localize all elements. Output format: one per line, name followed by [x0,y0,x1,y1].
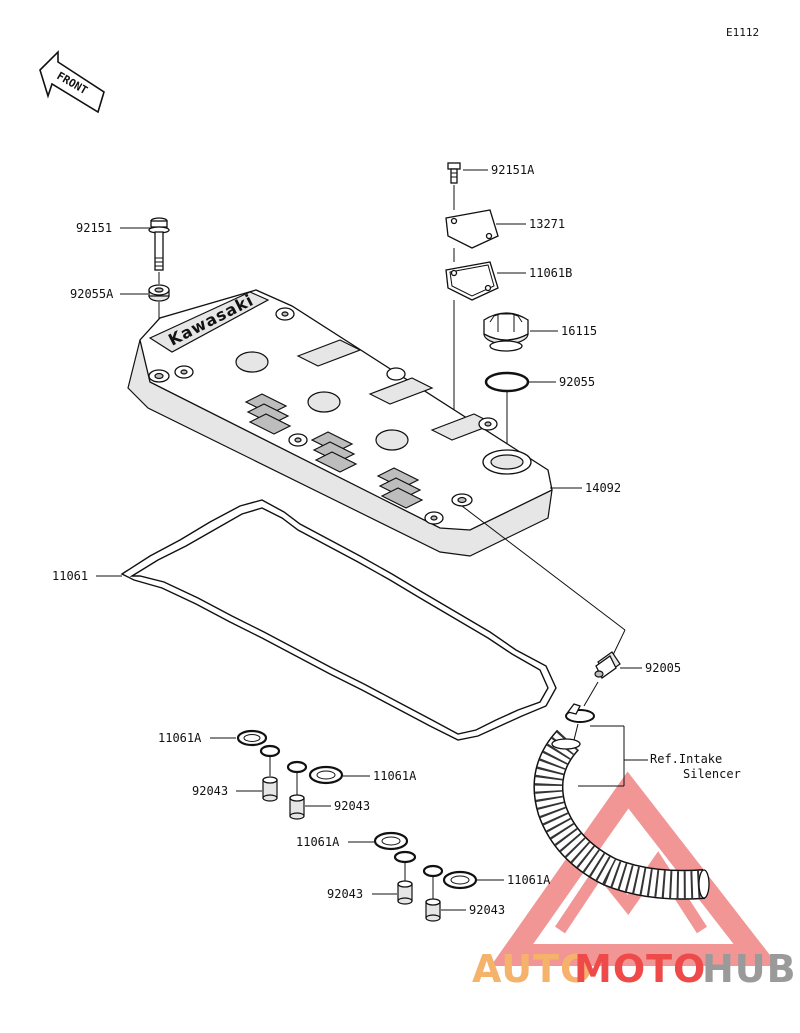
ref-label-line2: Silencer [683,767,741,781]
label-11061A-3: 11061A [296,835,340,849]
breather-hose [533,729,710,900]
label-92043-1: 92043 [192,784,228,798]
watermark-moto: MOTO [574,947,706,991]
cylinder-head-cover-14092: Kawasaki [127,289,553,557]
label-92055: 92055 [559,375,595,389]
hose-clamp [565,703,595,723]
label-11061A-1: 11061A [158,731,202,745]
gasket-11061 [120,499,557,741]
label-11061A-4: 11061A [507,873,551,887]
label-14092: 14092 [585,481,621,495]
oring-small-4 [422,864,444,878]
plate-13271 [445,209,499,249]
label-11061B: 11061B [529,266,572,280]
oil-cap-16115 [483,312,529,352]
ref-label-line1: Ref.Intake [650,752,722,766]
seal-11061A-2 [308,765,344,785]
watermark-text: AUTO MOTO HUB [472,947,797,991]
dowel-92043-4 [425,898,441,922]
dowel-92043-2 [289,794,305,820]
dowel-92043-3 [397,880,413,905]
grommet-92055A [148,284,170,302]
label-92151: 92151 [76,221,112,235]
o-ring-92055 [484,371,530,393]
label-92043-3: 92043 [327,887,363,901]
oring-small-3 [393,850,417,864]
watermark-hub: HUB [702,947,797,991]
diagram-code: E1112 [726,26,759,39]
fitting-92005 [594,651,621,679]
label-92055A: 92055A [70,287,114,301]
oring-small-2 [286,760,308,774]
label-92005: 92005 [645,661,681,675]
label-16115: 16115 [561,324,597,338]
watermark-auto: AUTO [472,947,593,991]
label-92151A: 92151A [491,163,535,177]
label-92043-4: 92043 [469,903,505,917]
label-11061A-2: 11061A [373,769,417,783]
oring-small-1 [259,744,281,758]
label-92043-2: 92043 [334,799,370,813]
seal-11061A-4 [442,870,478,890]
front-arrow-icon: FRONT [39,50,105,114]
bolt-92151 [148,217,170,271]
bolt-92151A [447,162,461,184]
seal-11061A-3 [373,831,409,851]
dowel-92043-1 [262,776,278,802]
seal-11061A-1 [236,729,268,747]
label-13271: 13271 [529,217,565,231]
gasket-11061B [445,261,499,301]
label-11061: 11061 [52,569,88,583]
